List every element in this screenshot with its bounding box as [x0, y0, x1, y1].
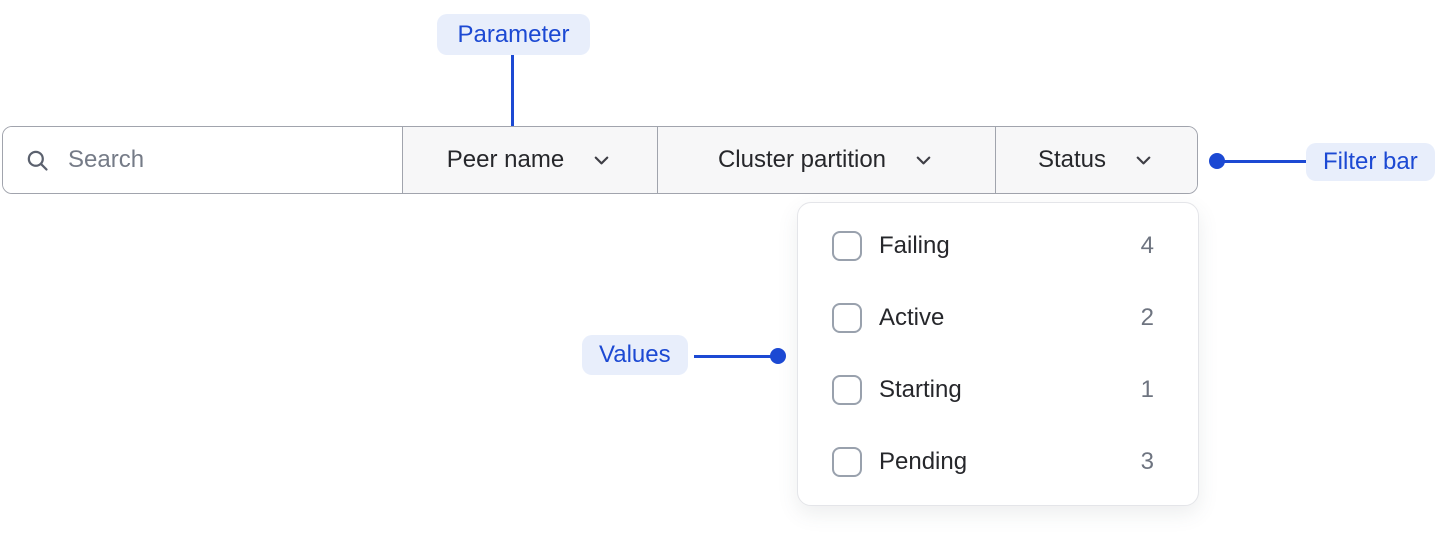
- search-input[interactable]: [68, 146, 402, 174]
- dropdown-cluster-partition[interactable]: Cluster partition: [657, 127, 995, 193]
- chevron-down-icon: [1132, 149, 1155, 172]
- option-label: Failing: [879, 232, 950, 259]
- chevron-down-icon: [912, 149, 935, 172]
- dropdown-cluster-partition-label: Cluster partition: [717, 146, 887, 173]
- option-count: 2: [1140, 304, 1154, 331]
- filter-bar-connector-dot: [1209, 153, 1225, 169]
- dropdown-status-label: Status: [1037, 146, 1107, 173]
- option-count: 3: [1140, 448, 1154, 475]
- status-dropdown-panel: Failing 4 Active 2 Starting 1 Pending 3: [797, 202, 1199, 506]
- checkbox-pending[interactable]: [832, 447, 862, 477]
- option-row-failing[interactable]: Failing 4: [798, 210, 1198, 282]
- values-annotation-badge: Values: [582, 335, 688, 375]
- dropdown-peer-name[interactable]: Peer name: [402, 127, 657, 193]
- option-row-active[interactable]: Active 2: [798, 282, 1198, 354]
- chevron-down-icon: [590, 149, 613, 172]
- parameter-connector-line: [511, 55, 514, 142]
- search-field[interactable]: [3, 127, 402, 193]
- dropdown-status[interactable]: Status: [995, 127, 1197, 193]
- values-connector-dot: [770, 348, 786, 364]
- search-icon: [27, 150, 48, 171]
- values-connector-line: [694, 355, 772, 358]
- checkbox-active[interactable]: [832, 303, 862, 333]
- dropdown-peer-name-label: Peer name: [446, 146, 565, 173]
- option-row-starting[interactable]: Starting 1: [798, 354, 1198, 426]
- option-count: 4: [1140, 232, 1154, 259]
- option-label: Active: [879, 304, 945, 331]
- option-row-pending[interactable]: Pending 3: [798, 426, 1198, 498]
- checkbox-failing[interactable]: [832, 231, 862, 261]
- checkbox-starting[interactable]: [832, 375, 862, 405]
- filter-bar-connector-line: [1220, 160, 1306, 163]
- option-label: Starting: [879, 376, 962, 403]
- filter-bar-annotation-badge: Filter bar: [1306, 143, 1435, 181]
- parameter-annotation-badge: Parameter: [437, 14, 590, 55]
- filter-bar: Peer name Cluster partition Status: [2, 126, 1198, 194]
- option-count: 1: [1140, 376, 1154, 403]
- option-label: Pending: [879, 448, 968, 475]
